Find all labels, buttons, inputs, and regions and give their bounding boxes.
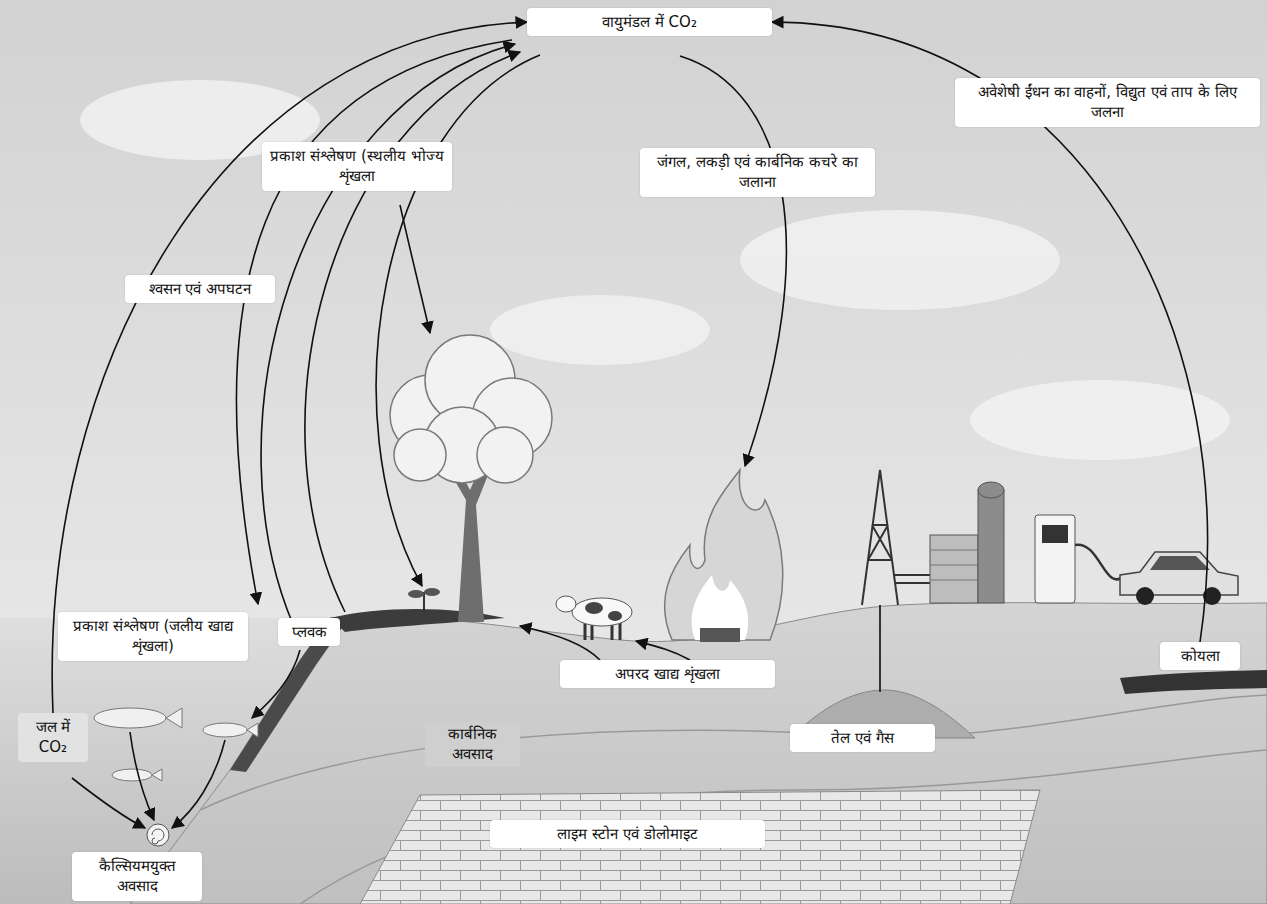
flow-arrow bbox=[72, 778, 145, 828]
cloud bbox=[740, 210, 1060, 310]
reservoir-label: कैल्सियमयुक्त अवसाद bbox=[72, 852, 202, 901]
atmosphere-box: वायुमंडल में CO₂ bbox=[527, 8, 772, 36]
fish-group bbox=[94, 708, 258, 781]
flow-arrow bbox=[261, 44, 515, 640]
oil-rig bbox=[862, 470, 932, 692]
tree bbox=[390, 335, 552, 622]
label-text: तेल एवं गैस bbox=[798, 728, 927, 748]
label-text: जल में CO₂ bbox=[26, 717, 80, 758]
car-body bbox=[1120, 552, 1238, 595]
drill-pipe bbox=[879, 605, 881, 692]
silo-top bbox=[978, 482, 1004, 498]
flow-arrow bbox=[376, 55, 540, 586]
tank-stripes bbox=[930, 550, 978, 580]
shell-body bbox=[147, 824, 169, 846]
seedling bbox=[408, 588, 440, 612]
reservoir-label: जल में CO₂ bbox=[18, 713, 88, 762]
pump-hose bbox=[1075, 545, 1125, 580]
car-window bbox=[1150, 556, 1210, 570]
pipeline bbox=[895, 575, 932, 583]
fish bbox=[94, 708, 166, 728]
process-label: प्रकाश संश्लेषण (जलीय खाद्य शृंखला) bbox=[58, 612, 248, 661]
stratum-line bbox=[300, 750, 1267, 904]
flow-arrow bbox=[636, 641, 690, 660]
shell bbox=[147, 824, 169, 846]
label-text: प्लवक bbox=[286, 622, 332, 642]
label-text: जंगल, लकड़ी एवं कार्बनिक कचरे का जलाना bbox=[648, 152, 867, 193]
flow-arrow bbox=[172, 740, 225, 828]
cow-head bbox=[556, 596, 576, 612]
car bbox=[1120, 552, 1238, 605]
shell-spiral bbox=[152, 829, 164, 844]
seedling-leaf bbox=[424, 588, 440, 596]
process-label: अपरद खाद्य शृंखला bbox=[560, 660, 775, 688]
stump bbox=[700, 628, 740, 642]
silo bbox=[978, 490, 1004, 603]
flow-arrow bbox=[400, 205, 430, 333]
fish-tail bbox=[247, 723, 258, 737]
label-text: अवेशेषी ईंधन का वाहनों, विद्युत एवं ताप … bbox=[963, 82, 1252, 123]
coal-seam bbox=[1120, 670, 1267, 694]
cow-body bbox=[572, 598, 632, 626]
label-text: अपरद खाद्य शृंखला bbox=[568, 664, 767, 684]
flow-arrow bbox=[130, 732, 154, 820]
fish bbox=[203, 723, 247, 737]
process-label: श्वसन एवं अपघटन bbox=[125, 275, 275, 303]
canopy-part bbox=[394, 429, 446, 481]
label-text: प्रकाश संश्लेषण (स्थलीय भोज्य शृंखला bbox=[270, 146, 444, 187]
tree-canopy bbox=[390, 335, 552, 483]
seedling-leaf bbox=[408, 590, 424, 598]
derrick bbox=[862, 470, 898, 605]
refinery bbox=[930, 482, 1004, 603]
pump-body bbox=[1035, 515, 1075, 603]
cloud bbox=[490, 295, 710, 365]
flow-arrow bbox=[236, 40, 512, 604]
land bbox=[130, 603, 1267, 904]
label-text: कोयला bbox=[1168, 646, 1232, 666]
reservoir-label: तेल एवं गैस bbox=[790, 724, 935, 752]
flow-arrow bbox=[520, 626, 600, 660]
label-text: कैल्सियमयुक्त अवसाद bbox=[80, 856, 194, 897]
process-label: प्रकाश संश्लेषण (स्थलीय भोज्य शृंखला bbox=[262, 142, 452, 191]
reservoir-label: लाइम स्टोन एवं डोलोमाइट bbox=[490, 820, 765, 848]
fish-tail bbox=[166, 708, 182, 728]
tank bbox=[930, 535, 978, 603]
label-text: लाइम स्टोन एवं डोलोमाइट bbox=[498, 824, 757, 844]
label-text: श्वसन एवं अपघटन bbox=[133, 279, 267, 299]
flame bbox=[665, 470, 783, 640]
process-label: जंगल, लकड़ी एवं कार्बनिक कचरे का जलाना bbox=[640, 148, 875, 197]
sediment-label: कार्बनिक अवसाद bbox=[425, 722, 520, 767]
flow-arrow bbox=[252, 650, 300, 718]
label-text: वायुमंडल में CO₂ bbox=[535, 12, 764, 32]
fish-tail bbox=[152, 769, 162, 781]
process-label: अवेशेषी ईंधन का वाहनों, विद्युत एवं ताप … bbox=[955, 78, 1260, 127]
fuel-pump bbox=[1035, 515, 1125, 603]
label-text: प्रकाश संश्लेषण (जलीय खाद्य शृंखला) bbox=[66, 616, 240, 657]
organism-label: प्लवक bbox=[278, 618, 340, 646]
fish bbox=[112, 769, 152, 781]
fire bbox=[665, 470, 783, 642]
cow bbox=[556, 596, 632, 640]
clouds bbox=[80, 80, 1230, 460]
pump-screen bbox=[1042, 525, 1068, 543]
wheel bbox=[1136, 587, 1154, 605]
limestone-layer bbox=[360, 790, 1040, 904]
cow-patch bbox=[608, 611, 622, 621]
flow-arrow bbox=[305, 52, 520, 612]
cow-patch bbox=[585, 602, 603, 614]
canopy-part bbox=[477, 427, 533, 483]
reservoir-label: कोयला bbox=[1160, 642, 1240, 670]
flow-arrow bbox=[680, 56, 786, 466]
flow-connector bbox=[52, 22, 527, 713]
